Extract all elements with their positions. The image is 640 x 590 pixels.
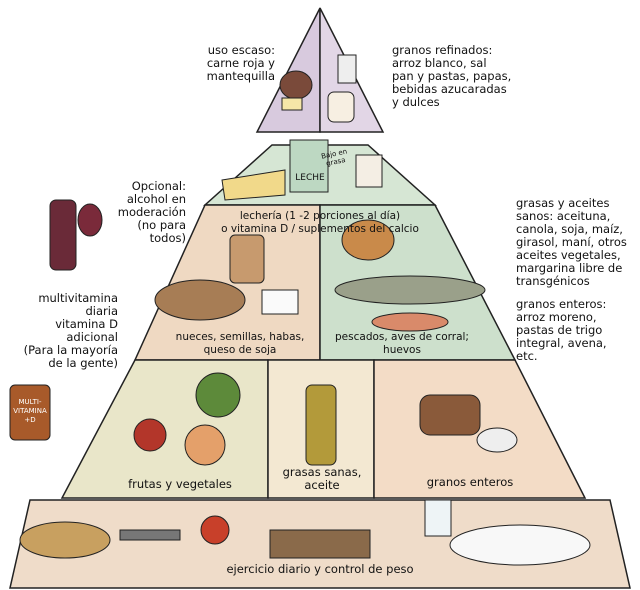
steak-icon bbox=[279, 70, 313, 100]
vitamin-bottle-text: MULTI- VITAMINA +D bbox=[13, 398, 47, 424]
butter-icon bbox=[281, 97, 303, 111]
nuts-label: nueces, semillas, habas, queso de soja bbox=[175, 331, 305, 356]
ping-pong-paddle-icon bbox=[200, 515, 230, 545]
peanut-butter-jar-icon bbox=[229, 234, 265, 284]
apple-icon bbox=[133, 418, 167, 452]
vitamin-note: multivitamina diaria vitamina D adiciona… bbox=[23, 291, 118, 370]
wine-glass-icon bbox=[77, 203, 103, 237]
top-right-label: granos refinados: arroz blanco, sal pan … bbox=[392, 43, 512, 109]
melon-icon bbox=[184, 424, 226, 466]
vitamin-bottle-icon bbox=[9, 384, 51, 441]
yogurt-icon bbox=[355, 154, 383, 188]
cheese-icon bbox=[221, 169, 286, 201]
sneakers-icon bbox=[19, 521, 111, 559]
tofu-icon bbox=[261, 289, 299, 315]
rice-bowl-icon bbox=[476, 427, 518, 453]
oil-label: grasas sanas, aceite bbox=[282, 465, 362, 492]
fats-note: grasas y aceites sanos: aceituna, canola… bbox=[516, 196, 627, 288]
water-glass-icon bbox=[424, 499, 452, 537]
grain-label: granos enteros bbox=[426, 475, 514, 489]
top-left-label: uso escaso: carne roja y mantequilla bbox=[206, 43, 275, 83]
dinner-plate-icon bbox=[449, 524, 591, 566]
wine-bottle-icon bbox=[49, 199, 77, 271]
olive-oil-bottle-icon bbox=[305, 384, 337, 466]
bread-icon bbox=[327, 91, 355, 123]
nuts-icon bbox=[154, 279, 246, 321]
chicken-icon bbox=[341, 219, 395, 261]
broccoli-icon bbox=[195, 372, 241, 418]
scale-icon bbox=[269, 529, 371, 559]
bread-loaf-icon bbox=[419, 394, 481, 436]
whole-grains-note: granos enteros: arroz moreno, pastas de … bbox=[516, 297, 607, 363]
alcohol-note: Opcional: alcohol en moderación (no para… bbox=[117, 179, 186, 245]
milk-carton-icon bbox=[289, 139, 329, 193]
fish-label: pescados, aves de corral; huevos bbox=[335, 331, 469, 356]
fish-icon bbox=[334, 275, 486, 305]
fruit-label: frutas y vegetales bbox=[128, 477, 232, 491]
carton-text: LECHE bbox=[295, 173, 325, 183]
salmon-icon bbox=[371, 312, 449, 332]
base-label: ejercicio diario y control de peso bbox=[226, 562, 414, 576]
soda-can-icon bbox=[337, 54, 357, 84]
dairy-label: lechería (1 -2 porciones al día) o vitam… bbox=[221, 210, 419, 235]
dumbbell-icon bbox=[119, 529, 181, 541]
